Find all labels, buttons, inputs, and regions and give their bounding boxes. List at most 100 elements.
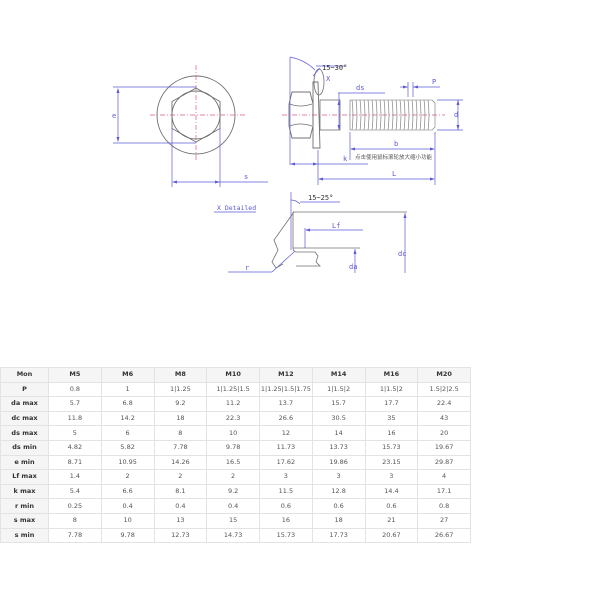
table-cell: 18 — [311, 512, 366, 529]
table-cell: 12 — [259, 425, 313, 441]
table-cell: 15.7 — [311, 396, 366, 412]
table-cell: 7.78 — [153, 439, 208, 456]
table-cell: 0.8 — [417, 498, 471, 514]
table-cell: 1|1.5|2 — [311, 381, 366, 398]
table-cell: 3 — [364, 469, 419, 485]
table-cell: 4.82 — [48, 439, 102, 456]
table-cell: 6.6 — [100, 483, 155, 500]
table-cell: 5.82 — [100, 439, 155, 456]
table-cell: 1|1.25|1.5 — [206, 381, 260, 398]
table-cell: 14 — [311, 425, 366, 441]
table-cell: 9.2 — [206, 483, 260, 500]
detail-marker-x: X — [326, 75, 331, 83]
table-cell: 22.4 — [417, 396, 471, 412]
table-cell: 8.1 — [153, 483, 208, 500]
table-cell: 2 — [206, 469, 260, 485]
table-cell: 1|1.5|2 — [364, 381, 419, 398]
table-cell: 26.6 — [259, 410, 313, 427]
table-cell: 6.8 — [100, 396, 155, 412]
table-cell: 11.5 — [259, 483, 313, 500]
table-cell: 30.5 — [311, 410, 366, 427]
table-cell: 17.7 — [364, 396, 419, 412]
table-cell: 1|1.25 — [153, 381, 208, 398]
dim-label-l: L — [392, 170, 396, 178]
row-label: Lf max — [0, 469, 49, 485]
table-cell: 10 — [100, 512, 155, 529]
table-header-row: Mon M5 M6 M8 M10 M12 M14 M16 M20 — [0, 367, 471, 383]
table-cell: 10 — [206, 425, 260, 441]
header-cell: M14 — [311, 367, 366, 383]
table-cell: 2 — [100, 469, 155, 485]
table-cell: 29.87 — [417, 454, 471, 471]
dim-label-r: r — [245, 264, 249, 272]
table-cell: 10.95 — [100, 454, 155, 471]
side-view — [282, 56, 463, 185]
table-cell: 12.8 — [311, 483, 366, 500]
dim-label-lf: Lf — [332, 222, 340, 230]
table-cell: 12.73 — [153, 527, 208, 544]
table-cell: 20 — [417, 425, 471, 441]
row-label: s max — [0, 512, 49, 529]
table-cell: 17.73 — [311, 527, 366, 544]
table-cell: 27 — [417, 512, 471, 529]
table-cell: 0.6 — [364, 498, 419, 514]
table-cell: 9.78 — [206, 439, 260, 456]
table-cell: 8.71 — [48, 454, 102, 471]
header-cell: M6 — [100, 367, 155, 383]
table-cell: 9.2 — [153, 396, 208, 412]
header-cell: M20 — [417, 367, 471, 383]
table-cell: 5.7 — [48, 396, 102, 412]
table-cell: 0.6 — [311, 498, 366, 514]
table-cell: 3 — [259, 469, 313, 485]
table-cell: 13 — [153, 512, 208, 529]
table-cell: 2 — [153, 469, 208, 485]
table-cell: 15.73 — [364, 439, 419, 456]
header-cell: M5 — [48, 367, 102, 383]
table-cell: 1.4 — [48, 469, 102, 485]
detail-view — [214, 192, 407, 273]
table-cell: 26.67 — [417, 527, 471, 544]
table-cell: 8 — [153, 425, 208, 441]
table-cell: 5.4 — [48, 483, 102, 500]
row-label: ds max — [0, 425, 49, 441]
table-cell: 19.67 — [417, 439, 471, 456]
table-cell: 16 — [259, 512, 313, 529]
table-cell: 15.73 — [259, 527, 313, 544]
dim-label-b: b — [394, 140, 398, 148]
table-cell: 35 — [364, 410, 419, 427]
row-label: e min — [0, 454, 49, 471]
table-cell: 21 — [364, 512, 419, 529]
dim-label-dc: dc — [398, 250, 406, 258]
table-cell: 9.78 — [100, 527, 155, 544]
table-cell: 4 — [417, 469, 471, 485]
table-cell: 20.67 — [364, 527, 419, 544]
table-cell: 14.4 — [364, 483, 419, 500]
dim-label-s: s — [244, 173, 248, 181]
detail-title: X Detailed — [217, 204, 256, 212]
header-cell: M16 — [364, 367, 419, 383]
dim-label-k: k — [343, 155, 348, 163]
header-cell: Mon — [0, 367, 49, 383]
table-cell: 6 — [100, 425, 155, 441]
bolt-technical-drawing: e s — [112, 56, 463, 273]
table-cell: 13.73 — [311, 439, 366, 456]
table-cell: 8 — [48, 512, 102, 529]
table-cell: 18 — [153, 410, 208, 427]
row-label: s min — [0, 527, 49, 544]
table-cell: 17.1 — [417, 483, 471, 500]
table-cell: 16 — [364, 425, 419, 441]
dim-label-e: e — [112, 112, 116, 120]
table-cell: 11.2 — [206, 396, 260, 412]
table-cell: 14.2 — [100, 410, 155, 427]
angle-label-head: 15~30° — [322, 64, 347, 72]
row-label: k max — [0, 483, 49, 500]
table-cell: 43 — [417, 410, 471, 427]
